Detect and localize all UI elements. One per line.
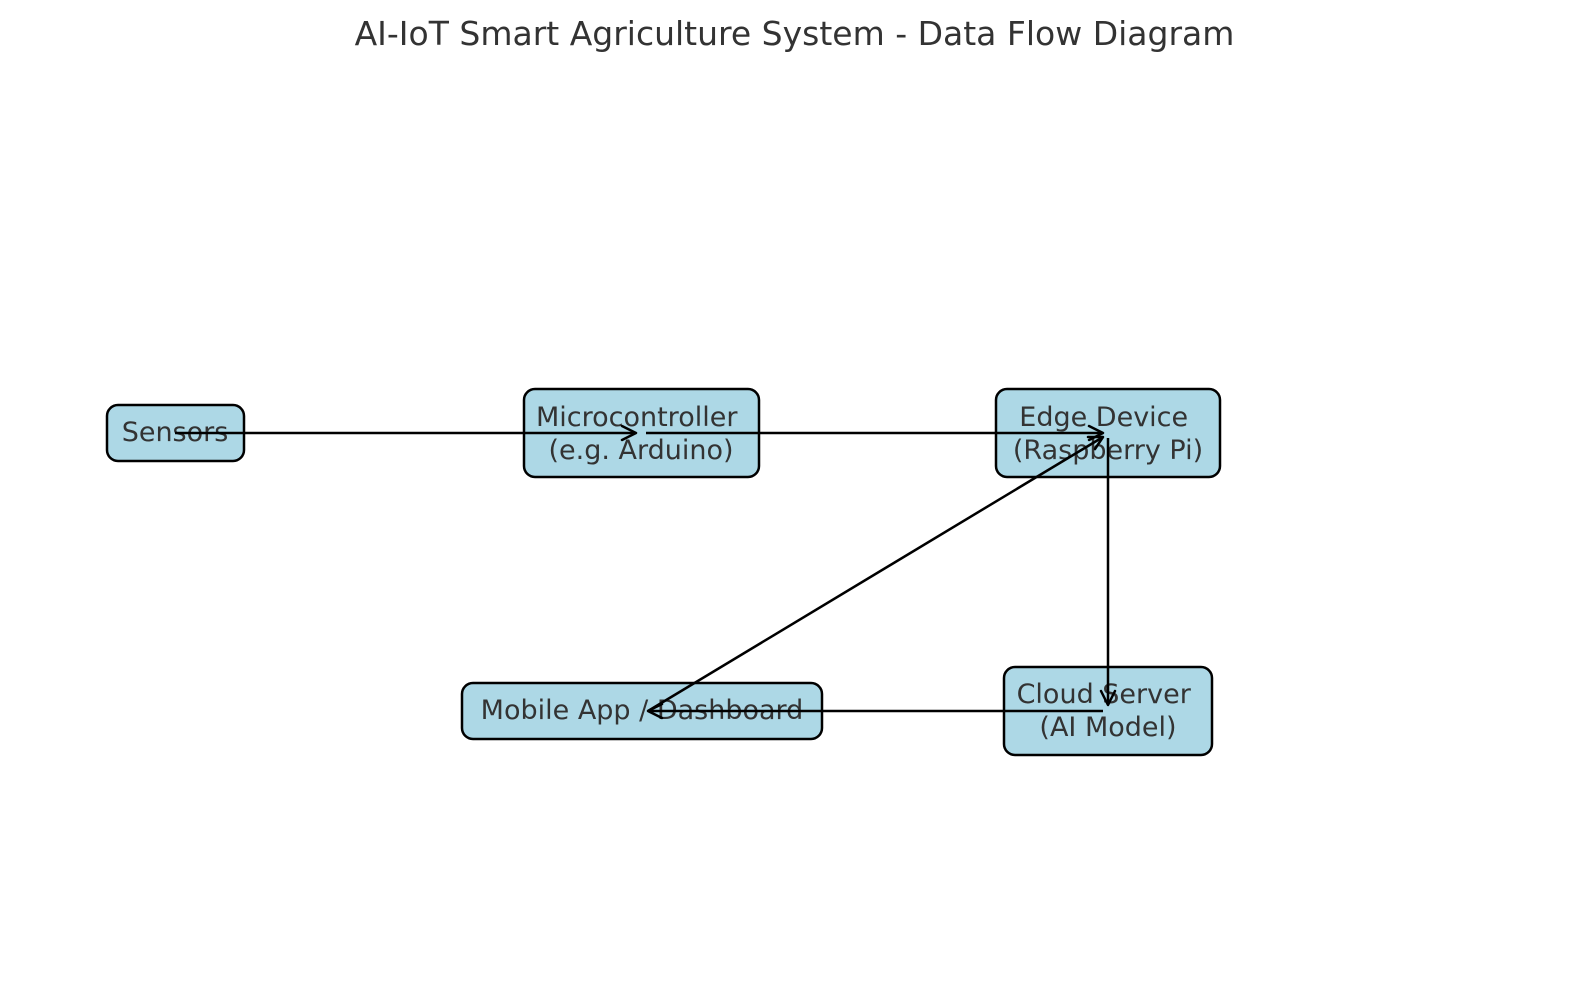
node-microcontroller-label-line-2: (e.g. Arduino) xyxy=(548,435,733,466)
node-cloud-server-label-line-1: Cloud Server xyxy=(1017,679,1192,710)
edge-sensors-to-microcontroller-arrowhead xyxy=(620,424,638,442)
edge-mobile-app-to-edge-device-arrowhead xyxy=(1086,435,1105,451)
node-cloud-server-label: Cloud Server (AI Model) xyxy=(1017,679,1200,743)
edge-sensors-to-microcontroller xyxy=(175,424,638,442)
node-edge-device-label: Edge Device (Raspberry Pi) xyxy=(1013,402,1203,466)
node-cloud-server-label-line-2: (AI Model) xyxy=(1039,712,1176,743)
edge-mobile-app-to-edge-device xyxy=(647,435,1105,713)
edge-edge-device-to-cloud-server-arrowhead xyxy=(1099,689,1117,707)
node-mobile-app: Mobile App / Dashboard xyxy=(460,681,824,741)
edge-edge-device-to-cloud-server xyxy=(1099,438,1117,707)
node-edge-device-label-line-1: Edge Device xyxy=(1019,402,1188,433)
node-microcontroller-label-line-1: Microcontroller xyxy=(536,402,738,433)
edge-mobile-app-to-edge-device-line xyxy=(647,435,1104,713)
diagram-title: AI-IoT Smart Agriculture System - Data F… xyxy=(354,14,1235,53)
node-edge-device: Edge Device (Raspberry Pi) xyxy=(994,387,1222,479)
node-microcontroller-label: Microcontroller (e.g. Arduino) xyxy=(536,402,746,466)
